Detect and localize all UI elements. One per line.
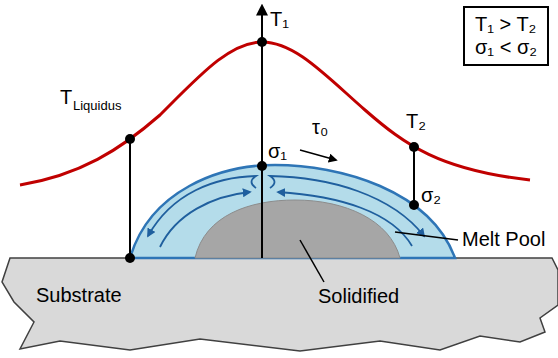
diagram-label: Substrate — [36, 284, 122, 307]
flow-streamline — [270, 176, 424, 236]
substrate-block — [2, 258, 558, 351]
point-dot — [409, 200, 419, 210]
diagram-label: Liquidus — [73, 99, 121, 114]
drop-line — [129, 139, 131, 258]
leader-line — [395, 232, 458, 240]
point-dot — [125, 253, 135, 263]
diagram-label: Solidified — [318, 285, 399, 308]
point-dot — [125, 134, 135, 144]
diagram-label: T — [60, 86, 72, 109]
solidified-region — [195, 200, 400, 258]
leader-line — [300, 240, 324, 282]
point-dot — [257, 161, 267, 171]
melt-pool — [130, 165, 455, 258]
condition-text: T₁ > T₂ — [475, 13, 537, 36]
condition-box: T₁ > T₂σ₁ < σ₂ — [463, 6, 549, 66]
point-dot — [409, 142, 419, 152]
diagram-label: τ₀ — [312, 116, 328, 139]
temperature-curve — [20, 42, 530, 185]
diagram-label: σ₂ — [421, 184, 441, 207]
point-dot — [257, 37, 267, 47]
condition-text: σ₁ < σ₂ — [475, 36, 537, 59]
flow-streamline — [160, 192, 250, 247]
flow-streamline — [278, 192, 412, 246]
shear-arrow — [300, 150, 336, 160]
diagram-label: Melt Pool — [462, 228, 545, 251]
diagram-label: σ₁ — [268, 140, 287, 163]
diagram-label: T₁ — [270, 8, 289, 31]
diagram-label: T₂ — [406, 110, 426, 133]
drop-line — [413, 147, 415, 205]
